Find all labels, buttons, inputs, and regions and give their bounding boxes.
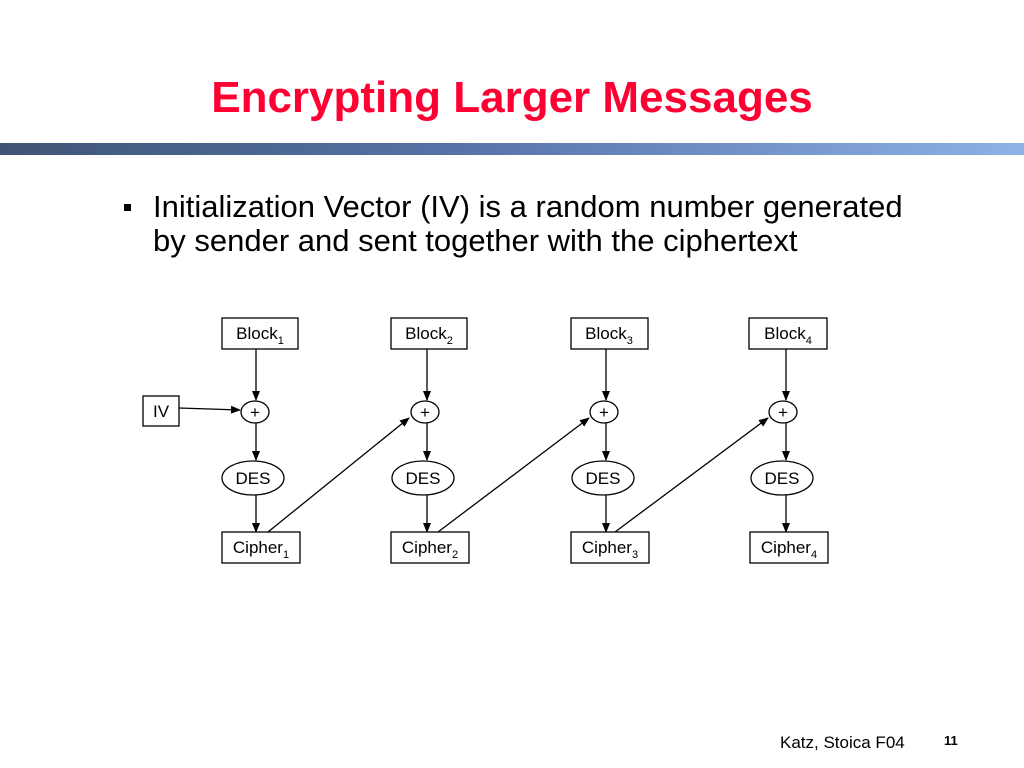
des-node-1: DES	[221, 460, 285, 496]
des-label: DES	[236, 469, 271, 488]
cipher-subscript: 3	[632, 549, 638, 561]
xor-node-3: +	[589, 400, 619, 424]
block-label: Block	[405, 324, 447, 343]
cipher-block-3: Cipher3	[570, 531, 650, 564]
svg-text:Block4: Block4	[764, 324, 812, 347]
des-label: DES	[586, 469, 621, 488]
block-label: Block	[764, 324, 806, 343]
bullet-text: Initialization Vector (IV) is a random n…	[153, 189, 903, 258]
des-node-4: DES	[750, 460, 814, 496]
cipher-block-1: Cipher1	[221, 531, 301, 564]
iv-label: IV	[153, 402, 170, 421]
des-label: DES	[765, 469, 800, 488]
block-subscript: 4	[806, 335, 812, 347]
cipher-block-2: Cipher2	[390, 531, 470, 564]
block-subscript: 2	[447, 335, 453, 347]
des-node-3: DES	[571, 460, 635, 496]
chain-arrow-2-to-3	[437, 417, 590, 533]
cipher-block-4: Cipher4	[749, 531, 829, 564]
plaintext-block-1: Block1	[221, 317, 299, 350]
svg-text:Cipher3: Cipher3	[582, 538, 638, 561]
svg-text:Block3: Block3	[585, 324, 633, 347]
plaintext-block-4: Block4	[748, 317, 828, 350]
xor-symbol: +	[599, 403, 609, 422]
svg-text:Block1: Block1	[236, 324, 284, 347]
block-subscript: 3	[627, 335, 633, 347]
des-node-2: DES	[391, 460, 455, 496]
column-4: Block4 + DES Cipher4	[748, 317, 829, 564]
column-1: Block1 + DES Cipher1	[221, 317, 301, 564]
square-bullet-icon	[124, 204, 131, 211]
svg-text:Block2: Block2	[405, 324, 453, 347]
cipher-subscript: 4	[811, 549, 817, 561]
cipher-label: Cipher	[761, 538, 811, 557]
column-2: Block2 + DES Cipher2	[390, 317, 470, 564]
xor-symbol: +	[250, 403, 260, 422]
column-3: Block3 + DES Cipher3	[570, 317, 650, 564]
page-number: 11	[944, 733, 958, 748]
svg-text:Cipher2: Cipher2	[402, 538, 458, 561]
svg-text:Cipher1: Cipher1	[233, 538, 289, 561]
bullet-item: Initialization Vector (IV) is a random n…	[120, 190, 920, 258]
chain-arrow-1-to-2	[267, 417, 410, 533]
svg-text:Cipher4: Cipher4	[761, 538, 817, 561]
xor-node-4: +	[768, 400, 798, 424]
chain-arrow-3-to-4	[614, 417, 769, 533]
xor-node-2: +	[410, 400, 440, 424]
cipher-label: Cipher	[402, 538, 452, 557]
xor-symbol: +	[778, 403, 788, 422]
slide-title: Encrypting Larger Messages	[211, 73, 813, 122]
plaintext-block-2: Block2	[390, 317, 468, 350]
iv-box: IV	[142, 395, 180, 427]
block-label: Block	[236, 324, 278, 343]
block-subscript: 1	[278, 335, 284, 347]
cipher-subscript: 2	[452, 549, 458, 561]
plaintext-block-3: Block3	[570, 317, 649, 350]
iv-arrow	[178, 405, 241, 414]
xor-symbol: +	[420, 403, 430, 422]
xor-node-1: +	[240, 400, 270, 424]
cipher-label: Cipher	[233, 538, 283, 557]
des-label: DES	[406, 469, 441, 488]
cipher-subscript: 1	[283, 549, 289, 561]
bullet-list: Initialization Vector (IV) is a random n…	[120, 190, 920, 258]
title-divider-bar	[0, 143, 1024, 155]
block-label: Block	[585, 324, 627, 343]
footer-author: Katz, Stoica F04	[780, 733, 905, 752]
cipher-label: Cipher	[582, 538, 632, 557]
